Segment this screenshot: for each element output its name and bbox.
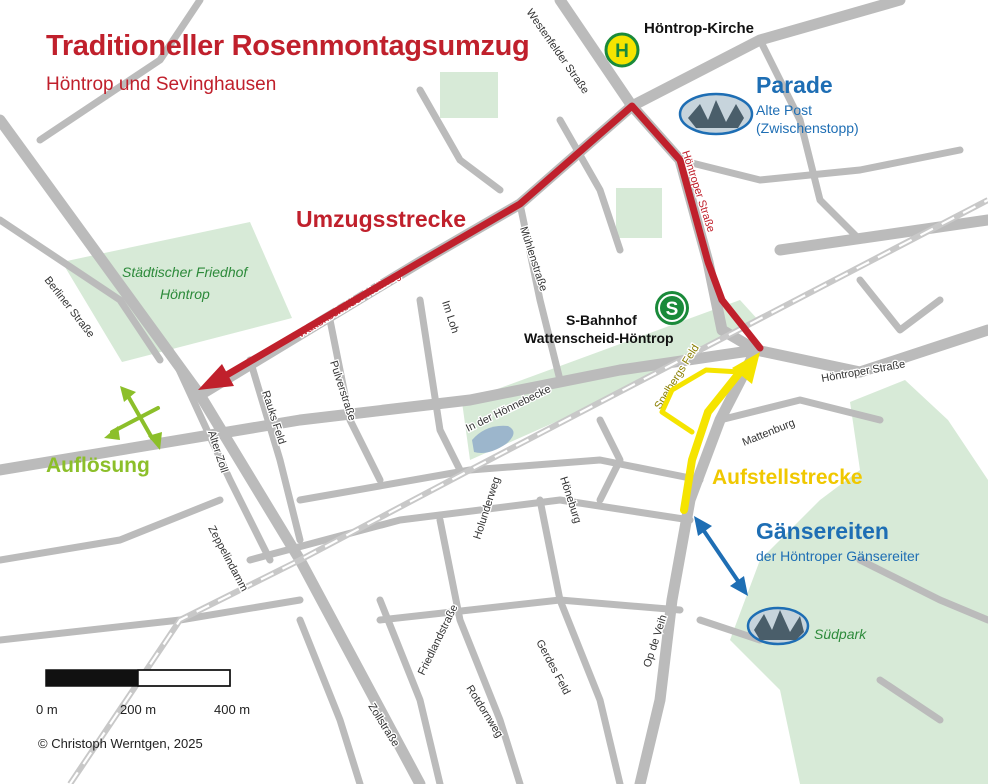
- parade-title: Parade: [756, 72, 833, 98]
- suedpark-label: Südpark: [814, 626, 867, 642]
- staging-arrow-head: [732, 352, 760, 384]
- cemetery-label-2: Höntrop: [160, 286, 210, 302]
- scale-label-0: 0 m: [36, 702, 58, 717]
- street-imloh: Im Loh: [439, 299, 461, 335]
- geese-subtitle: der Höntroper Gänsereiter: [756, 548, 920, 564]
- bus-stop-letter: H: [615, 41, 629, 62]
- street-gerdes: Gerdes Feld: [533, 638, 572, 697]
- staging-route: [659, 352, 760, 514]
- suedpark-picture: [746, 606, 810, 646]
- bus-stop-symbol: H: [604, 32, 640, 68]
- street-zeppelin: Zeppelindamm: [205, 524, 250, 594]
- geese-title: Gänsereiten: [756, 518, 889, 544]
- sbahn-symbol: S: [655, 291, 689, 325]
- map-title: Traditioneller Rosenmontagsumzug: [46, 30, 530, 62]
- parade-picture: [678, 92, 754, 136]
- geese-arrow: [694, 516, 748, 596]
- park-area-middle: [616, 188, 662, 238]
- parade-route: [198, 102, 764, 390]
- parade-line2: (Zwischenstopp): [756, 120, 859, 136]
- railway-line: [67, 197, 988, 784]
- copyright: © Christoph Werntgen, 2025: [38, 736, 203, 751]
- sbahn-label-2: Wattenscheid-Höntrop: [524, 330, 674, 346]
- park-area-north: [440, 72, 498, 118]
- sbahn-letter: S: [666, 299, 679, 320]
- street-mattenburg: Mattenburg: [741, 417, 797, 449]
- pond: [472, 425, 514, 453]
- street-westenfelder: Westenfelder Straße: [524, 7, 592, 96]
- railway-green-strip: [462, 300, 760, 460]
- bus-stop-label: Höntrop-Kirche: [644, 20, 754, 37]
- cemetery-label-1: Städtischer Friedhof: [122, 264, 248, 280]
- scale-label-200: 200 m: [120, 702, 157, 717]
- sbahn-label-1: S-Bahnhof: [566, 312, 637, 328]
- map-subtitle: Höntrop und Sevinghausen: [46, 74, 277, 95]
- parade-route-label: Umzugsstrecke: [296, 206, 467, 232]
- route-arrow-head: [198, 364, 234, 390]
- staging-label: Aufstellstrecke: [712, 466, 863, 489]
- parade-line1: Alte Post: [756, 102, 813, 118]
- green-areas: [62, 72, 988, 784]
- cemetery-area: [62, 222, 292, 362]
- scale-label-400: 400 m: [214, 702, 251, 717]
- scale-bar: [45, 669, 231, 687]
- dissolve-label: Auflösung: [46, 454, 150, 477]
- dissolve-cross: [104, 386, 162, 450]
- suedpark-area: [730, 380, 988, 784]
